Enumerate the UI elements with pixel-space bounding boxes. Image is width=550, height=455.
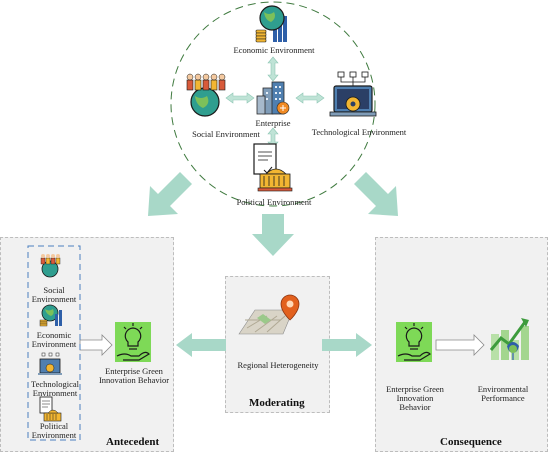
arrow-factors-to-behavior xyxy=(79,334,113,356)
arrow-to-moderating xyxy=(252,214,294,256)
social-icon xyxy=(186,73,226,117)
arrow-to-consequence xyxy=(354,172,398,216)
consequence-title: Consequence xyxy=(440,436,502,448)
environment-circle xyxy=(170,1,376,207)
arrow-behavior-to-performance xyxy=(435,334,485,356)
environmental-performance-label: Environmental Performance xyxy=(477,384,529,403)
factor-social-icon xyxy=(40,254,61,278)
factor-technological-label: Technological Environment xyxy=(30,379,80,398)
factor-economic-icon xyxy=(39,304,62,327)
green-innovation-icon-2 xyxy=(396,322,432,362)
inner-arrows xyxy=(225,56,325,149)
social-label: Social Environment xyxy=(192,129,260,139)
political-label: Political Environment xyxy=(236,197,312,207)
factor-box xyxy=(27,245,81,441)
consequence-behavior-label: Enterprise Green Innovation Behavior xyxy=(386,384,444,412)
regional-heterogeneity-label: Regional Heterogeneity xyxy=(237,360,319,370)
arrow-to-antecedent xyxy=(148,172,192,216)
economic-label: Economic Environment xyxy=(233,45,315,55)
factor-political-label: Political Environment xyxy=(31,421,77,440)
antecedent-title: Antecedent xyxy=(106,436,160,448)
factor-technological-icon xyxy=(38,352,62,375)
big-arrows xyxy=(148,172,398,357)
political-icon xyxy=(253,143,293,192)
moderating-panel xyxy=(225,276,330,413)
map-pin-icon xyxy=(238,294,300,335)
factor-economic-label: Economic Environment xyxy=(31,330,77,349)
technological-label: Technological Environment xyxy=(311,127,407,137)
arrow-moderating-left xyxy=(176,333,226,357)
green-innovation-icon xyxy=(115,322,151,362)
technological-icon xyxy=(329,71,377,117)
thin-arrows xyxy=(79,334,485,356)
factor-political-icon xyxy=(39,396,62,422)
enterprise-label: Enterprise xyxy=(255,118,291,128)
factor-social-label: Social Environment xyxy=(31,285,77,304)
moderating-title: Moderating xyxy=(249,397,305,409)
environmental-performance-icon xyxy=(489,318,529,360)
antecedent-behavior-label: Enterprise Green Innovation Behavior xyxy=(98,366,170,385)
enterprise-icon xyxy=(256,81,290,115)
economic-icon xyxy=(255,5,287,43)
arrow-moderating-right xyxy=(322,333,372,357)
